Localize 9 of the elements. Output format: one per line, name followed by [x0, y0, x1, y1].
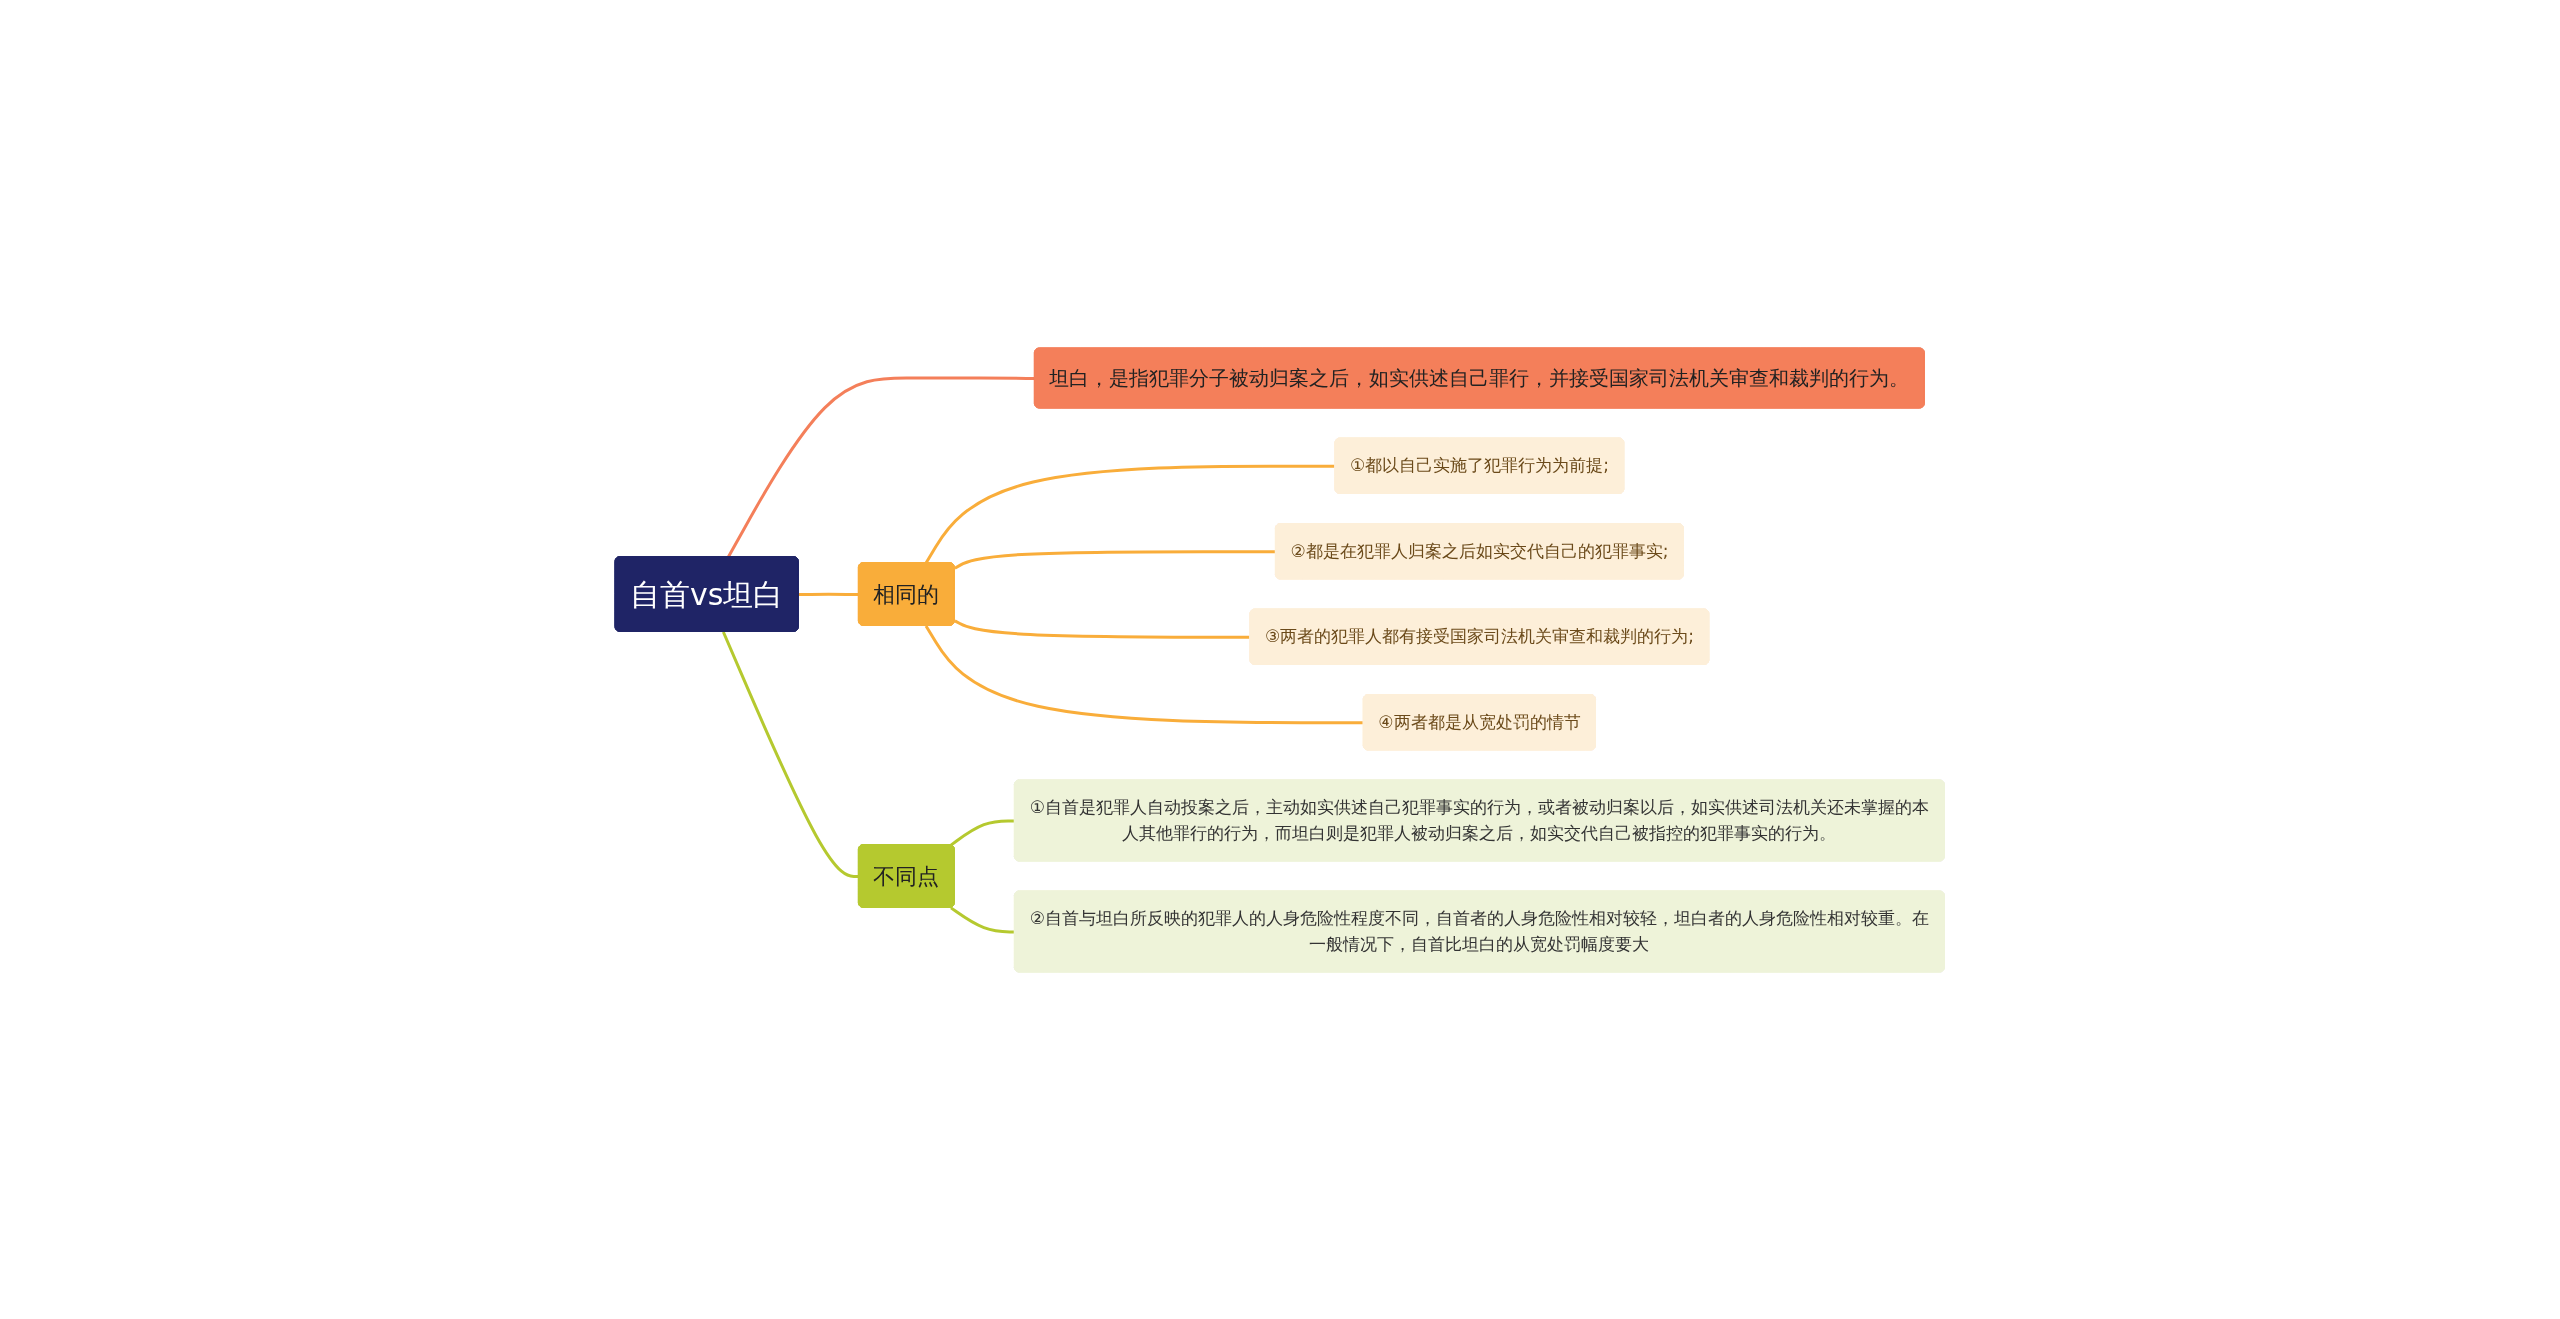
connector: [925, 624, 1365, 724]
connector: [954, 619, 1251, 639]
connector: [925, 464, 1336, 564]
connector: [954, 549, 1277, 569]
connector: [727, 376, 1036, 558]
connector: [799, 592, 860, 596]
connector: [950, 906, 1016, 933]
connector: [950, 818, 1016, 846]
connector: [722, 630, 860, 878]
